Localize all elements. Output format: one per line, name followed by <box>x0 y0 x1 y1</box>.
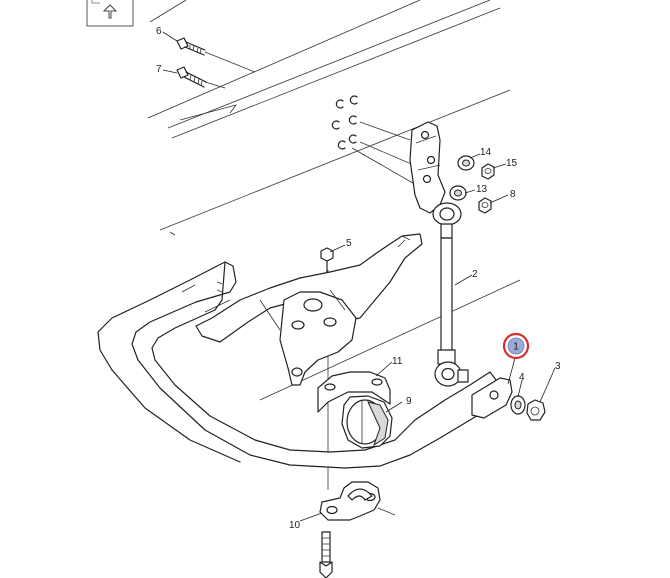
callout-6[interactable]: 6 <box>156 26 162 37</box>
callout-labels: 6 7 5 14 15 13 8 2 3 4 11 9 10 <box>156 26 561 531</box>
leader-lines <box>162 31 556 522</box>
callout-2[interactable]: 2 <box>472 269 478 280</box>
bolt-lower[interactable] <box>319 531 333 578</box>
callout-11[interactable]: 11 <box>392 356 403 367</box>
callout-5[interactable]: 5 <box>346 238 352 249</box>
bolt-6[interactable] <box>176 37 206 56</box>
crossmember-bracket <box>195 233 423 386</box>
nut-15[interactable] <box>481 163 495 180</box>
callout-3[interactable]: 3 <box>555 361 561 372</box>
nut-3[interactable] <box>526 399 546 421</box>
bolt-5[interactable] <box>320 247 334 274</box>
up-arrow-icon <box>102 4 118 19</box>
bushing-9[interactable] <box>341 395 393 449</box>
bushing-clamp-11[interactable] <box>317 371 391 413</box>
nav-up-button[interactable] <box>86 0 134 27</box>
washer-14[interactable] <box>457 155 475 171</box>
chassis-frame <box>147 0 521 401</box>
link-bracket[interactable] <box>409 121 446 214</box>
stabilizer-link-2[interactable] <box>432 202 469 387</box>
washer-13[interactable] <box>449 185 467 201</box>
callout-7[interactable]: 7 <box>156 64 162 75</box>
callout-10[interactable]: 10 <box>289 520 301 531</box>
selected-callout-1[interactable]: 1 <box>502 332 530 360</box>
callout-4[interactable]: 4 <box>519 372 525 383</box>
nut-8[interactable] <box>478 197 492 214</box>
stabilizer-bar-1[interactable] <box>97 261 513 469</box>
bushing-clamp-10[interactable] <box>319 481 381 521</box>
callout-8[interactable]: 8 <box>510 189 516 200</box>
callout-13[interactable]: 13 <box>476 184 488 195</box>
bolt-7[interactable] <box>176 66 207 88</box>
callout-1: 1 <box>513 342 519 353</box>
retaining-clips <box>331 95 358 150</box>
washer-4[interactable] <box>510 395 526 415</box>
callout-9[interactable]: 9 <box>406 396 412 407</box>
callout-15[interactable]: 15 <box>506 158 518 169</box>
callout-14[interactable]: 14 <box>480 147 492 158</box>
